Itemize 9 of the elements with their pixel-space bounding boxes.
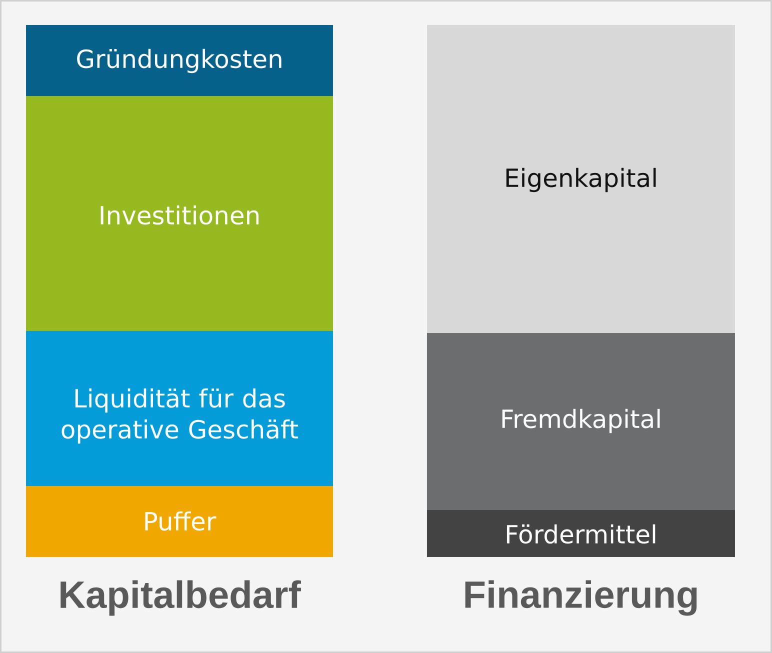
- bar-segment: Gründungkosten: [26, 25, 333, 96]
- bar-segment: Liquidität für das operative Geschäft: [26, 331, 333, 486]
- bar-segment: Eigenkapital: [427, 25, 735, 333]
- bar-segment: Investitionen: [26, 96, 333, 331]
- bar-segment: Fremdkapital: [427, 333, 735, 510]
- bar-segment: Puffer: [26, 486, 333, 557]
- column-title: Kapitalbedarf: [60, 580, 301, 616]
- column-title: Finanzierung: [465, 580, 697, 616]
- bar-segment: Fördermittel: [427, 510, 735, 557]
